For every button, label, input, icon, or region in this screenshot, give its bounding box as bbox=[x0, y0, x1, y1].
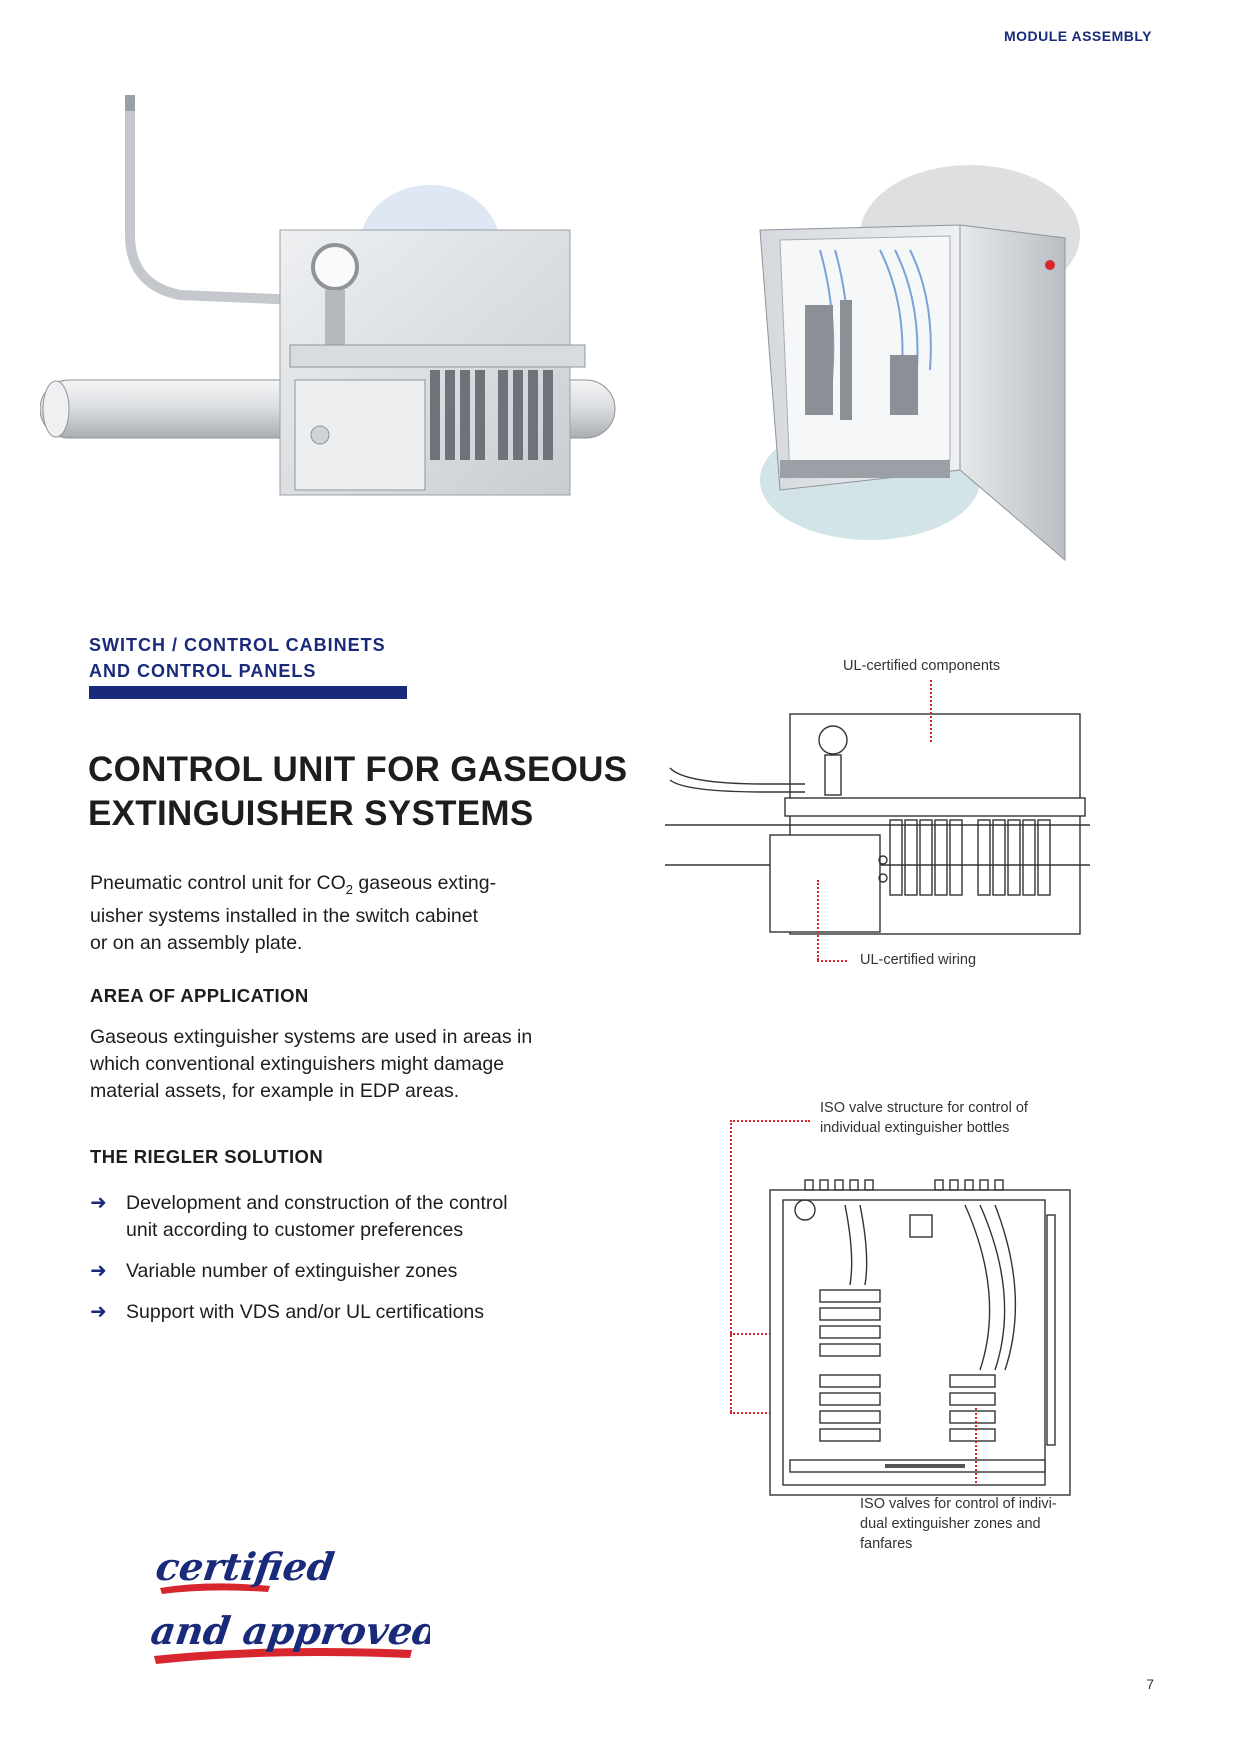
page-title: CONTROL UNIT FOR GASEOUS EXTINGUISHER SY… bbox=[88, 748, 627, 836]
application-heading: AREA OF APPLICATION bbox=[90, 985, 309, 1006]
intro-line1-pre: Pneumatic control unit for CO bbox=[90, 872, 346, 894]
intro-subscript: 2 bbox=[345, 881, 354, 897]
callout-iso-valves-line2: dual extinguisher zones and bbox=[860, 1516, 1041, 1532]
callout-ul-wiring: UL-certified wiring bbox=[860, 952, 977, 968]
callout-ul-components: UL-certified components bbox=[843, 658, 1001, 674]
application-paragraph: Gaseous extinguisher systems are used in… bbox=[90, 1024, 590, 1105]
callout-iso-structure-line1: ISO valve structure for control of bbox=[820, 1100, 1028, 1116]
callout-iso-structure-leader-top bbox=[730, 1120, 810, 1122]
callout-iso-structure-leader-v bbox=[730, 1120, 732, 1412]
section-kicker-bar bbox=[89, 686, 407, 699]
intro-paragraph: Pneumatic control unit for CO2 gaseous e… bbox=[90, 870, 570, 957]
section-kicker: SWITCH / CONTROL CABINETS AND CONTROL PA… bbox=[89, 632, 386, 684]
list-item-line1: Development and construction of the cont… bbox=[126, 1192, 508, 1214]
intro-line1: Pneumatic control unit for CO2 gaseous e… bbox=[90, 870, 570, 903]
page-title-line2: EXTINGUISHER SYSTEMS bbox=[88, 794, 534, 833]
solution-heading: THE RIEGLER SOLUTION bbox=[90, 1146, 324, 1167]
section-header-label: MODULE ASSEMBLY bbox=[1003, 28, 1152, 44]
application-line3: material assets, for example in EDP area… bbox=[90, 1080, 460, 1102]
arrow-right-icon: ➜ bbox=[90, 1301, 107, 1323]
application-line2: which conventional extinguishers might d… bbox=[90, 1053, 505, 1075]
list-item-line1: Support with VDS and/or UL certification… bbox=[126, 1301, 485, 1323]
intro-line1-post: gaseous exting- bbox=[353, 872, 497, 894]
page-number: 7 bbox=[1146, 1676, 1154, 1692]
callout-ul-wiring-leader-v bbox=[817, 880, 819, 960]
intro-line2: uisher systems installed in the switch c… bbox=[90, 904, 479, 927]
assembly-plate-drawing bbox=[665, 713, 1090, 935]
assembly-plate-image bbox=[40, 95, 616, 496]
section-kicker-line1: SWITCH / CONTROL CABINETS bbox=[89, 635, 386, 655]
list-item-line1: Variable number of extinguisher zones bbox=[126, 1260, 458, 1282]
list-item: ➜ Support with VDS and/or UL certificati… bbox=[90, 1299, 610, 1326]
callout-iso-structure-line2: individual extinguisher bottles bbox=[820, 1120, 1010, 1136]
page-title-line1: CONTROL UNIT FOR GASEOUS bbox=[88, 750, 628, 789]
section-kicker-line2: AND CONTROL PANELS bbox=[89, 661, 317, 681]
callout-iso-valves-leader bbox=[975, 1408, 977, 1483]
solution-bullet-list: ➜ Development and construction of the co… bbox=[90, 1190, 610, 1340]
list-item-line2: unit according to customer preferences bbox=[126, 1219, 464, 1241]
certified-stamp: certified and approved bbox=[150, 1545, 430, 1664]
intro-line3: or on an assembly plate. bbox=[90, 931, 303, 954]
arrow-right-icon: ➜ bbox=[90, 1260, 107, 1282]
application-line1: Gaseous extinguisher systems are used in… bbox=[90, 1026, 533, 1048]
callout-ul-components-leader bbox=[930, 680, 932, 742]
callout-iso-valves: ISO valves for control of indivi- dual e… bbox=[860, 1494, 1057, 1554]
switch-cabinet-drawing bbox=[769, 1179, 1071, 1496]
arrow-right-icon: ➜ bbox=[90, 1192, 107, 1214]
callout-iso-valves-line3: fanfares bbox=[860, 1536, 913, 1552]
switch-cabinet-image bbox=[759, 165, 1080, 562]
stamp-line1: certified bbox=[153, 1545, 337, 1590]
callout-iso-valves-line1: ISO valves for control of indivi- bbox=[860, 1496, 1057, 1512]
callout-iso-structure: ISO valve structure for control of indiv… bbox=[820, 1098, 1028, 1138]
stamp-line2: and approved bbox=[150, 1609, 430, 1654]
list-item: ➜ Variable number of extinguisher zones bbox=[90, 1258, 610, 1285]
callout-ul-wiring-leader-h bbox=[817, 960, 847, 962]
list-item: ➜ Development and construction of the co… bbox=[90, 1190, 610, 1244]
